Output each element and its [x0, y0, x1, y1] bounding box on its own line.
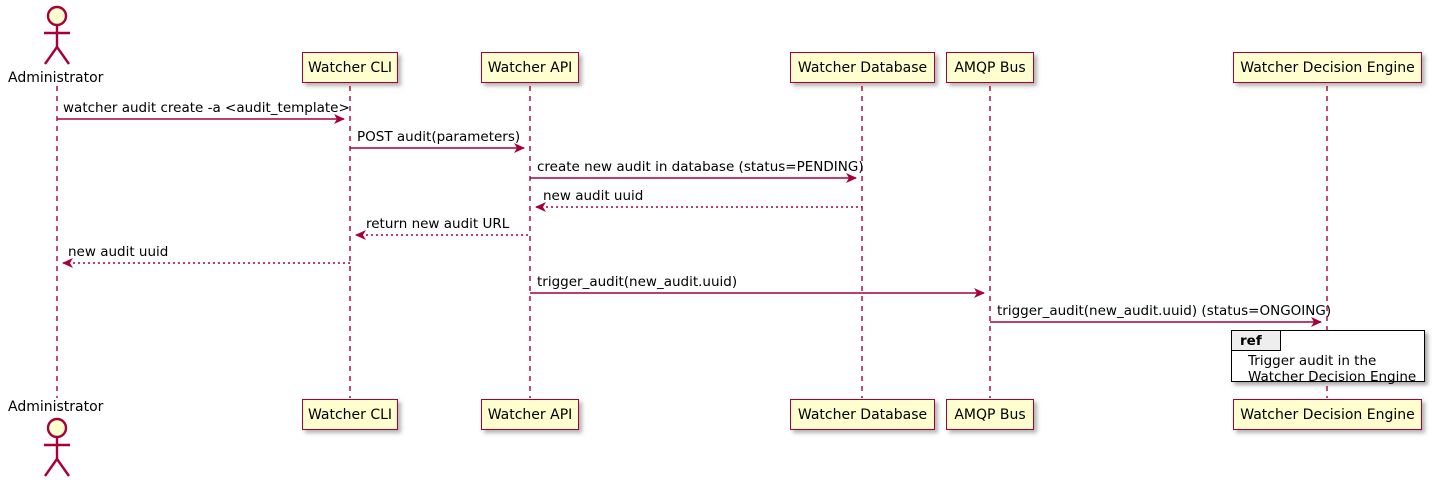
actor-label-administrator-top: Administrator — [8, 70, 104, 86]
participant-box-amqp-bus-bottom[interactable]: AMQP Bus — [946, 399, 1034, 430]
ref-fragment: ref Trigger audit in the Watcher Decisio… — [1231, 330, 1425, 385]
lifelines — [56, 86, 1328, 398]
message-label-5-return-new-audit-url: return new audit URL — [366, 216, 510, 232]
actor-label-administrator-bottom: Administrator — [8, 399, 104, 415]
participant-box-amqp-bus-top[interactable]: AMQP Bus — [946, 52, 1034, 83]
actor-figure-bottom — [44, 417, 70, 477]
ref-fragment-text: Trigger audit in the Watcher Decision En… — [1248, 353, 1417, 385]
message-arrows — [57, 114, 1322, 327]
participant-box-watcher-database-top[interactable]: Watcher Database — [790, 52, 935, 83]
ref-fragment-tab-label: ref — [1232, 331, 1281, 351]
message-label-7-trigger-audit: trigger_audit(new_audit.uuid) — [537, 274, 738, 290]
message-label-4-new-audit-uuid: new audit uuid — [543, 188, 644, 204]
participant-box-watcher-decision-engine-bottom[interactable]: Watcher Decision Engine — [1233, 399, 1422, 430]
message-label-2-post-audit: POST audit(parameters) — [357, 129, 521, 145]
participant-box-watcher-cli-bottom[interactable]: Watcher CLI — [302, 399, 398, 430]
participant-box-watcher-api-top[interactable]: Watcher API — [481, 52, 579, 83]
message-label-1-watcher-audit-create: watcher audit create -a <audit_template> — [63, 100, 350, 116]
message-label-8-trigger-audit-ongoing: trigger_audit(new_audit.uuid) (status=ON… — [997, 303, 1332, 319]
participant-box-watcher-cli-top[interactable]: Watcher CLI — [302, 52, 398, 83]
participant-box-watcher-api-bottom[interactable]: Watcher API — [481, 399, 579, 430]
message-label-3-create-new-audit: create new audit in database (status=PEN… — [537, 159, 864, 175]
participant-box-watcher-database-bottom[interactable]: Watcher Database — [790, 399, 935, 430]
message-label-6-new-audit-uuid: new audit uuid — [68, 244, 169, 260]
actor-figure-top — [44, 5, 70, 65]
participant-box-watcher-decision-engine-top[interactable]: Watcher Decision Engine — [1233, 52, 1422, 83]
